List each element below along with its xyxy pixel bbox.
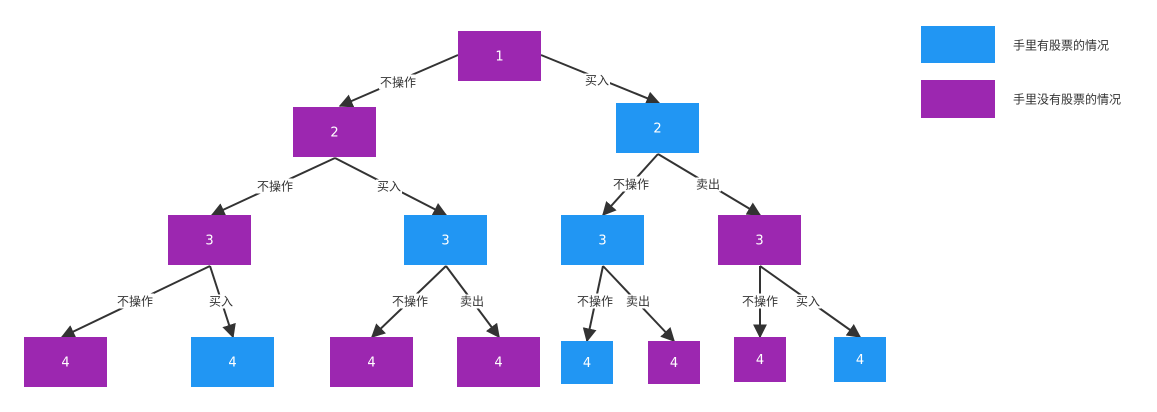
edge-label-bg	[390, 293, 430, 309]
legend-label: 手里有股票的情况	[1013, 38, 1109, 53]
node-box	[834, 337, 886, 382]
node-box	[561, 341, 613, 384]
edge-label-group-n3b-n4d: 卖出	[458, 294, 486, 309]
edge-label-bg	[458, 294, 486, 309]
node-label: 1	[495, 50, 503, 65]
tree-node-n4e: 4	[561, 341, 613, 384]
edge-label-bg	[611, 176, 651, 192]
node-box	[168, 215, 251, 265]
node-box	[330, 337, 413, 387]
legend-swatch	[921, 80, 995, 118]
edge-label-group-n3d-n4h: 买入	[794, 294, 822, 309]
tree-node-n4b: 4	[191, 337, 274, 387]
node-box	[24, 337, 107, 387]
edge-label: 不操作	[742, 294, 778, 309]
edge-label-group-n2b-n3d: 卖出	[694, 177, 722, 192]
edge-label: 不操作	[257, 179, 293, 194]
node-box	[191, 337, 274, 387]
node-label: 4	[367, 356, 375, 371]
tree-node-n2b: 2	[616, 103, 699, 153]
edge-label: 卖出	[696, 178, 720, 192]
tree-node-n4f: 4	[648, 341, 700, 384]
node-box	[404, 215, 487, 265]
edge-label: 不操作	[117, 294, 153, 309]
node-box	[734, 337, 786, 382]
node-label: 4	[61, 356, 69, 371]
node-box	[293, 107, 376, 157]
node-label: 4	[583, 356, 591, 371]
edge-label: 买入	[209, 295, 233, 309]
tree-node-n4h: 4	[834, 337, 886, 382]
tree-node-n3c: 3	[561, 215, 644, 265]
edge-label: 不操作	[380, 75, 416, 90]
edge-label: 买入	[585, 74, 609, 88]
node-label: 4	[228, 356, 236, 371]
tree-node-n3d: 3	[718, 215, 801, 265]
edges-layer: 不操作买入不操作买入不操作卖出不操作买入不操作卖出不操作卖出不操作买入	[60, 54, 862, 343]
node-box	[458, 31, 541, 81]
tree-node-n3b: 3	[404, 215, 487, 265]
edge-label-group-n2b-n3c: 不操作	[611, 176, 651, 192]
node-label: 3	[441, 234, 449, 249]
node-label: 4	[856, 353, 864, 368]
node-label: 4	[670, 356, 678, 371]
tree-node-n4c: 4	[330, 337, 413, 387]
edge-label-bg	[207, 294, 235, 309]
nodes-layer: 1 2 2 3 3 3 3 4 4 4 4 4 4 4 4	[24, 31, 886, 387]
edge-label-bg	[375, 179, 403, 194]
tree-node-n4d: 4	[457, 337, 540, 387]
edge-label-group-n2a-n3a: 不操作	[255, 178, 295, 194]
edge-label-bg	[115, 293, 155, 309]
edge-label-group-n3b-n4c: 不操作	[390, 293, 430, 309]
legend-label: 手里没有股票的情况	[1013, 92, 1121, 107]
node-label: 2	[330, 126, 338, 141]
edge-label: 卖出	[460, 295, 484, 309]
edge-label-group-n3d-n4g: 不操作	[740, 293, 780, 309]
edge-label-bg	[583, 73, 611, 88]
node-label: 3	[598, 234, 606, 249]
edge-label-group-n3a-n4b: 买入	[207, 294, 235, 309]
node-label: 4	[494, 356, 502, 371]
tree-node-n4g: 4	[734, 337, 786, 382]
edge-label-bg	[694, 177, 722, 192]
edge-label-bg	[740, 293, 780, 309]
node-box	[648, 341, 700, 384]
node-label: 3	[755, 234, 763, 249]
edge-label-bg	[255, 178, 295, 194]
edge-label-group-n2a-n3b: 买入	[375, 179, 403, 194]
legend-item-holding: 手里有股票的情况	[921, 26, 1109, 63]
edge-label: 卖出	[626, 295, 650, 309]
node-label: 4	[756, 353, 764, 368]
edge-label-group-n1-n2b: 买入	[583, 73, 611, 88]
node-box	[457, 337, 540, 387]
node-label: 3	[205, 234, 213, 249]
node-box	[561, 215, 644, 265]
tree-node-n3a: 3	[168, 215, 251, 265]
edge-label-group-n1-n2a: 不操作	[378, 74, 418, 90]
edge-label: 买入	[796, 295, 820, 309]
node-box	[718, 215, 801, 265]
edge-label-bg	[378, 74, 418, 90]
edge-label: 买入	[377, 180, 401, 194]
node-label: 2	[653, 122, 661, 137]
tree-node-n1: 1	[458, 31, 541, 81]
tree-node-n2a: 2	[293, 107, 376, 157]
edge-label-group-n3c-n4f: 卖出	[624, 294, 652, 309]
legend-swatch	[921, 26, 995, 63]
legend-item-not_holding: 手里没有股票的情况	[921, 80, 1121, 118]
edge-label-bg	[575, 293, 615, 309]
node-box	[616, 103, 699, 153]
edge-label: 不操作	[613, 177, 649, 192]
edge-label-bg	[624, 294, 652, 309]
edge-label: 不操作	[392, 294, 428, 309]
edge-label-bg	[794, 294, 822, 309]
tree-node-n4a: 4	[24, 337, 107, 387]
edge-label-group-n3c-n4e: 不操作	[575, 293, 615, 309]
edge-label-group-n3a-n4a: 不操作	[115, 293, 155, 309]
edge-label: 不操作	[577, 294, 613, 309]
